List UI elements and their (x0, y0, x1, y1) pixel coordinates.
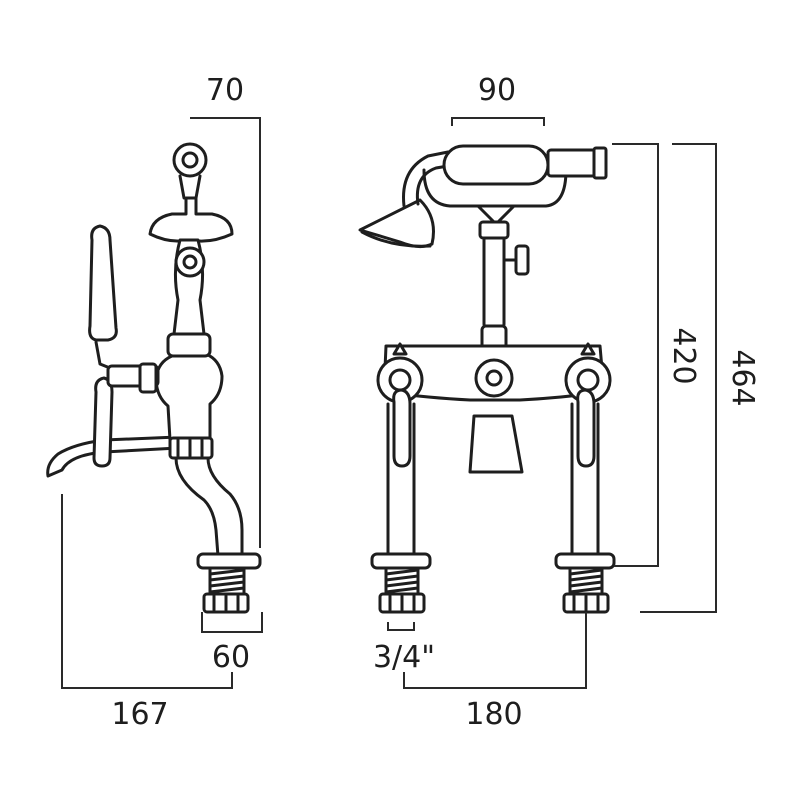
front-left-leg (386, 402, 416, 558)
dim-front-connector-size: 3/4" (373, 640, 435, 675)
dim-front-centres: 180 (465, 697, 522, 732)
shower-head (358, 198, 435, 249)
side-view-tap (46, 142, 262, 614)
valve-body (154, 352, 224, 442)
dim-front-overall-height: 464 (725, 349, 760, 406)
side-handset-cradle (148, 196, 234, 243)
side-dimension-lines (61, 117, 263, 689)
dim-front-height-to-base: 420 (666, 327, 701, 384)
front-dimension-lines (387, 117, 717, 689)
side-lever-handle (88, 224, 118, 342)
dim-side-base-width: 60 (212, 640, 250, 675)
side-base-flange (196, 552, 262, 570)
front-right-leg (570, 402, 600, 558)
handset-handle (442, 144, 550, 186)
front-spout (468, 414, 524, 474)
spout (46, 435, 180, 478)
dim-side-top-width: 70 (206, 73, 244, 108)
handset-neck (402, 150, 450, 208)
side-pipe (174, 456, 244, 558)
dim-side-spout-reach: 167 (111, 697, 168, 732)
side-lower-handle (92, 376, 114, 468)
front-view-tap (358, 144, 616, 614)
dim-front-handset-width: 90 (478, 73, 516, 108)
front-left-lever (392, 388, 412, 468)
front-right-lever (576, 388, 596, 468)
diverter-knob (514, 244, 530, 276)
